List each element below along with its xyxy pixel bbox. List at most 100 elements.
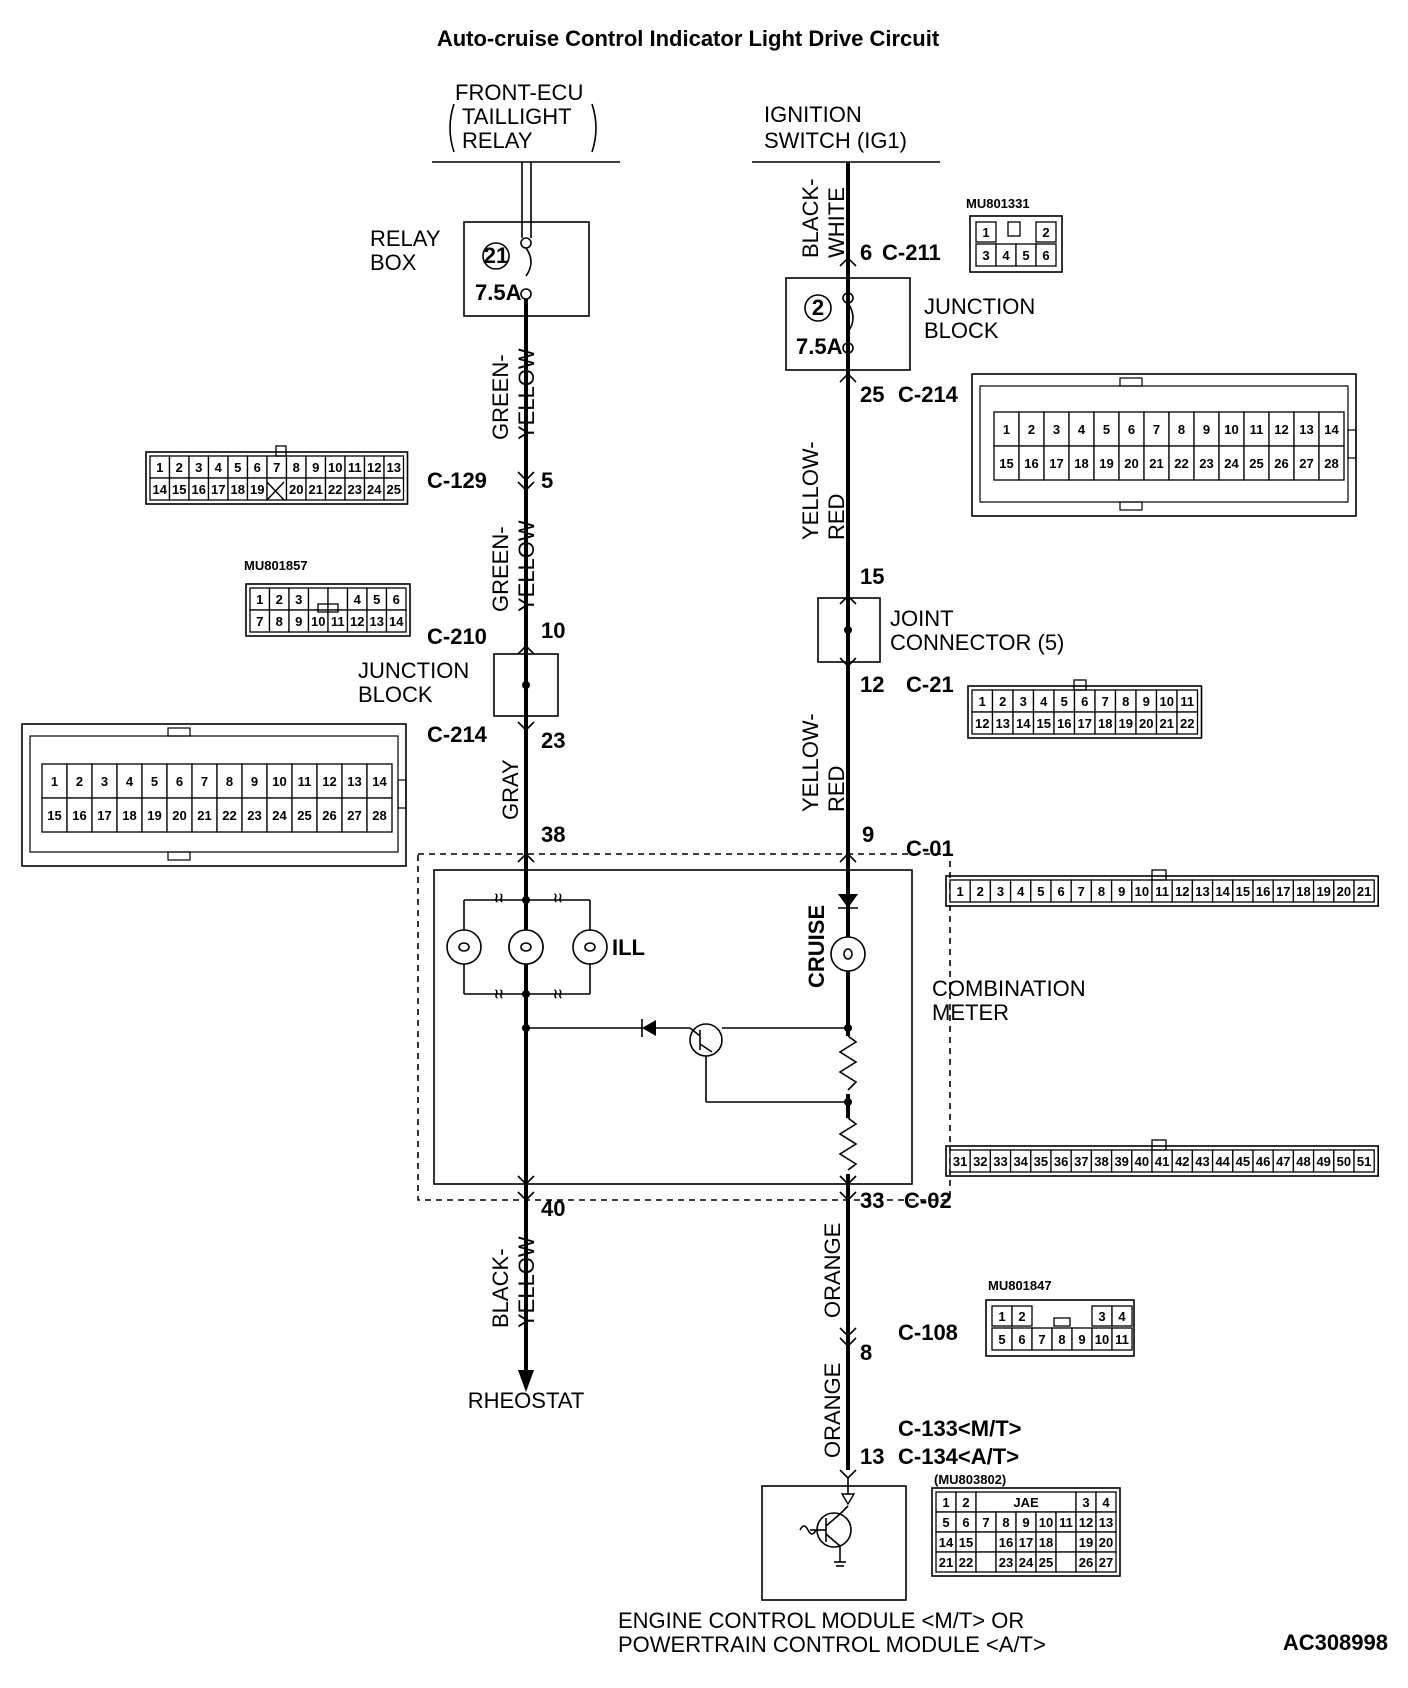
- resistor-2: [838, 1117, 858, 1171]
- connector-pin: 18: [1074, 456, 1088, 471]
- connector-pin: 21: [1149, 456, 1163, 471]
- c01-id: C-01: [906, 836, 954, 861]
- connector-pin: 3: [997, 884, 1004, 899]
- paren-right: [591, 103, 597, 153]
- connector-pin: 11: [1180, 694, 1194, 709]
- pcm-label: POWERTRAIN CONTROL MODULE <A/T>: [618, 1632, 1046, 1657]
- svg-text:≀≀: ≀≀: [494, 890, 504, 905]
- connector-pin: 6: [962, 1515, 969, 1530]
- connector-pin: 7: [201, 774, 208, 789]
- connector-pin: 21: [197, 808, 211, 823]
- connector-pin: 12: [975, 716, 989, 731]
- connector-pin: 4: [1040, 694, 1048, 709]
- connector-pin: 6: [1057, 884, 1064, 899]
- connector-pin: 4: [1017, 884, 1025, 899]
- meter-diode: [642, 1020, 656, 1036]
- connector-pin: 18: [122, 808, 136, 823]
- wire-color-green-yellow-1: GREEN-: [488, 354, 513, 440]
- connector-pin: 1: [942, 1495, 949, 1510]
- connector-pin: 22: [222, 808, 236, 823]
- connector-pin: 3: [295, 592, 302, 607]
- c133-part-number: (MU803802): [934, 1472, 1006, 1487]
- connector-pin: 1: [1003, 422, 1010, 437]
- connector-pin: 17: [97, 808, 111, 823]
- connector-pin: 24: [272, 808, 287, 823]
- ill-label: ILL: [612, 935, 645, 960]
- connector-pin: 11: [298, 774, 312, 789]
- connector-pin: 5: [1022, 248, 1029, 263]
- connector-pin: 20: [1139, 716, 1153, 731]
- connector-pin: 22: [1174, 456, 1188, 471]
- relay-box-label-2: BOX: [370, 250, 417, 275]
- connector-pin: 19: [250, 482, 264, 497]
- resistor-1: [838, 1035, 858, 1091]
- connector-pin: 16: [999, 1535, 1013, 1550]
- joint-connector-label: JOINT: [890, 606, 954, 631]
- ignition-switch-label: SWITCH (IG1): [764, 128, 907, 153]
- connector-pin: 14: [1215, 884, 1230, 899]
- connector-pin: 19: [147, 808, 161, 823]
- connector-pin: 17: [1019, 1535, 1033, 1550]
- connector-pin: 44: [1215, 1154, 1230, 1169]
- connector-pin: 12: [1175, 884, 1189, 899]
- c211-part-number: MU801331: [966, 196, 1030, 211]
- connector-pin: 9: [1078, 1332, 1085, 1347]
- connector-pin: 2: [276, 592, 283, 607]
- connector-pin: 5: [151, 774, 158, 789]
- connector-pin: 33: [993, 1154, 1007, 1169]
- wire-color-gray: GRAY: [498, 759, 523, 820]
- connector-pin: 3: [1082, 1495, 1089, 1510]
- connector-pin: 25: [387, 482, 401, 497]
- c214-left-pin: 23: [541, 728, 565, 753]
- connector-pin: 1: [51, 774, 58, 789]
- combination-meter-label-2: METER: [932, 1000, 1009, 1025]
- connector-pin: 43: [1195, 1154, 1209, 1169]
- c01-pin-right: 9: [862, 822, 874, 847]
- meter-box: [433, 869, 913, 1185]
- connector-pin: 25: [1249, 456, 1263, 471]
- paren-left: [449, 103, 455, 153]
- connector-pin: 6: [1081, 694, 1088, 709]
- connector-pin: 2: [176, 460, 183, 475]
- connector-pin: 20: [289, 482, 303, 497]
- c108-pin: 8: [860, 1340, 872, 1365]
- connector-pin: 13: [370, 614, 384, 629]
- connector-pin: 6: [176, 774, 183, 789]
- diagram-title: Auto-cruise Control Indicator Light Driv…: [437, 26, 940, 51]
- connector-pin: 16: [1024, 456, 1038, 471]
- connector-pin: 38: [1094, 1154, 1108, 1169]
- connector-pin: 14: [372, 774, 387, 789]
- connector-pin: 9: [312, 460, 319, 475]
- connector-pin: 9: [1203, 422, 1210, 437]
- connector-pin: 2: [1042, 225, 1049, 240]
- connector-pin: 16: [192, 482, 206, 497]
- connector-pin: 8: [293, 460, 300, 475]
- connector-pin: 50: [1337, 1154, 1351, 1169]
- c211-id: C-211: [882, 240, 941, 265]
- connector-pin: 1: [982, 225, 989, 240]
- svg-text:≀≀: ≀≀: [553, 986, 563, 1001]
- front-ecu-label: FRONT-ECU: [455, 80, 583, 105]
- connector-pin: 12: [367, 460, 381, 475]
- relay-box-label: RELAY: [370, 226, 441, 251]
- wire-color-yellow-red-1: YELLOW-: [798, 441, 823, 540]
- connector-pin: 6: [1042, 248, 1049, 263]
- connector-pin: 2: [999, 694, 1006, 709]
- connector-pin: 19: [1119, 716, 1133, 731]
- connector-pin: 19: [1316, 884, 1330, 899]
- c133-pin: 13: [860, 1444, 884, 1469]
- connector-pin: 31: [953, 1154, 967, 1169]
- connector-pin: 10: [1160, 694, 1174, 709]
- connector-pin: 15: [959, 1535, 973, 1550]
- connector-pin: 1: [256, 592, 263, 607]
- connector-pin: 8: [1122, 694, 1129, 709]
- connector-pin: 3: [1020, 694, 1027, 709]
- connector-pin: 10: [311, 614, 325, 629]
- connector-pin: 7: [273, 460, 280, 475]
- connector-pin: 7: [982, 1515, 989, 1530]
- jae-label: JAE: [1013, 1495, 1039, 1510]
- connector-pin: 15: [999, 456, 1013, 471]
- connector-pin: 39: [1114, 1154, 1128, 1169]
- combination-meter: ILL ≀≀ ≀≀ ≀≀ ≀≀ CRUISE: [417, 852, 1086, 1202]
